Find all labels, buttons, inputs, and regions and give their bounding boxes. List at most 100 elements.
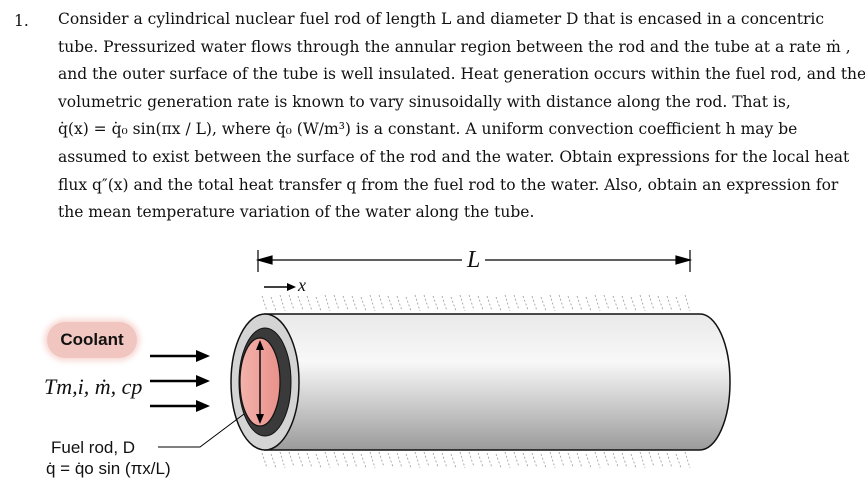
problem-text: Consider a cylindrical nuclear fuel rod … [58, 6, 865, 227]
insulation-mark [612, 452, 619, 468]
insulation-mark [288, 451, 295, 468]
insulation-mark [414, 294, 421, 312]
coolant-properties: Tm,i, ṁ, cp [44, 374, 143, 399]
insulation-mark [522, 452, 529, 468]
insulation-mark [396, 295, 403, 312]
problem-line: volumetric generation rate is known to v… [58, 92, 791, 111]
insulation-mark [324, 451, 331, 469]
insulation-mark [639, 451, 646, 469]
problem-number: 1. [14, 12, 29, 30]
insulation-mark [450, 453, 457, 469]
insulation-mark [576, 295, 583, 312]
insulation-mark [594, 294, 601, 312]
insulation-mark [333, 451, 340, 468]
insulation-mark [630, 296, 637, 312]
insulation-mark [387, 452, 394, 468]
insulation-mark [405, 453, 412, 469]
x-label: x [298, 275, 306, 295]
insulation-mark [423, 294, 430, 311]
problem-line: q̇(x) = q̇₀ sin(πx / L), where q̇₀ (W/m³… [58, 120, 798, 139]
insulation-mark [351, 452, 358, 469]
insulation-mark [549, 451, 556, 469]
insulation-mark [594, 451, 601, 469]
insulation-mark [261, 452, 268, 469]
insulation-mark [540, 453, 547, 469]
insulation-mark [585, 296, 592, 312]
insulation-mark [450, 296, 457, 312]
insulation-mark [279, 451, 286, 469]
problem-line: Consider a cylindrical nuclear fuel rod … [58, 10, 825, 28]
insulation-mark [459, 451, 466, 469]
insulation-mark [513, 451, 520, 468]
insulation-mark [504, 294, 511, 312]
problem-line: the mean temperature variation of the wa… [58, 203, 535, 222]
insulation-mark [369, 294, 376, 312]
insulation-mark [441, 452, 448, 469]
insulation-mark [621, 452, 628, 469]
insulation-mark [567, 295, 574, 311]
insulation-mark [639, 294, 646, 312]
insulation-mark [675, 296, 682, 312]
insulation-mark [414, 451, 421, 469]
insulation-mark [270, 453, 277, 469]
insulation-mark [360, 296, 367, 312]
insulation-mark [486, 452, 493, 469]
insulation-hatch-bottom [261, 451, 691, 469]
insulation-mark [621, 295, 628, 312]
insulation-mark [603, 294, 610, 311]
insulation-mark [648, 451, 655, 468]
generation-label: q̇ = q̇o sin (πx/L) [46, 459, 171, 478]
insulation-mark [657, 452, 664, 468]
insulation-mark [612, 295, 619, 311]
insulation-mark [306, 452, 313, 469]
insulation-mark [297, 295, 304, 311]
insulation-mark [459, 294, 466, 312]
insulation-mark [423, 451, 430, 468]
insulation-mark [342, 295, 349, 311]
insulation-mark [279, 294, 286, 312]
insulation-mark [630, 453, 637, 469]
insulation-mark [297, 452, 304, 468]
problem-line: flux q″(x) and the total heat transfer q… [58, 175, 839, 194]
fuel-rod-label: Fuel rod, D [51, 438, 136, 457]
insulation-mark [441, 295, 448, 312]
insulation-mark [369, 451, 376, 469]
problem-line: assumed to exist between the surface of … [58, 147, 850, 166]
insulation-mark [333, 294, 340, 311]
insulation-mark [351, 295, 358, 312]
insulation-mark [315, 296, 322, 312]
insulation-mark [324, 294, 331, 312]
insulation-mark [513, 294, 520, 311]
insulation-mark [378, 451, 385, 468]
problem-line: and the outer surface of the tube is wel… [58, 65, 865, 84]
insulation-mark [684, 451, 691, 469]
insulation-mark [432, 452, 439, 468]
insulation-mark [603, 451, 610, 468]
insulation-mark [522, 295, 529, 311]
insulation-mark [495, 296, 502, 312]
insulation-hatch-top [261, 294, 691, 312]
insulation-mark [558, 451, 565, 468]
insulation-mark [666, 295, 673, 312]
insulation-mark [549, 294, 556, 312]
insulation-mark [315, 453, 322, 469]
insulation-mark [576, 452, 583, 469]
insulation-mark [567, 452, 574, 468]
insulation-mark [585, 453, 592, 469]
insulation-mark [468, 451, 475, 468]
insulation-mark [531, 295, 538, 312]
x-arrow [264, 283, 296, 291]
insulation-mark [288, 294, 295, 311]
insulation-mark [432, 295, 439, 311]
insulation-mark [477, 295, 484, 311]
insulation-mark [468, 294, 475, 311]
insulation-mark [486, 295, 493, 312]
insulation-mark [270, 296, 277, 312]
insulation-mark [306, 295, 313, 312]
insulation-mark [360, 453, 367, 469]
coolant-arrows [150, 350, 210, 412]
fuel-rod-leader [158, 413, 245, 448]
problem-line: tube. Pressurized water flows through th… [58, 37, 851, 56]
insulation-mark [477, 452, 484, 468]
